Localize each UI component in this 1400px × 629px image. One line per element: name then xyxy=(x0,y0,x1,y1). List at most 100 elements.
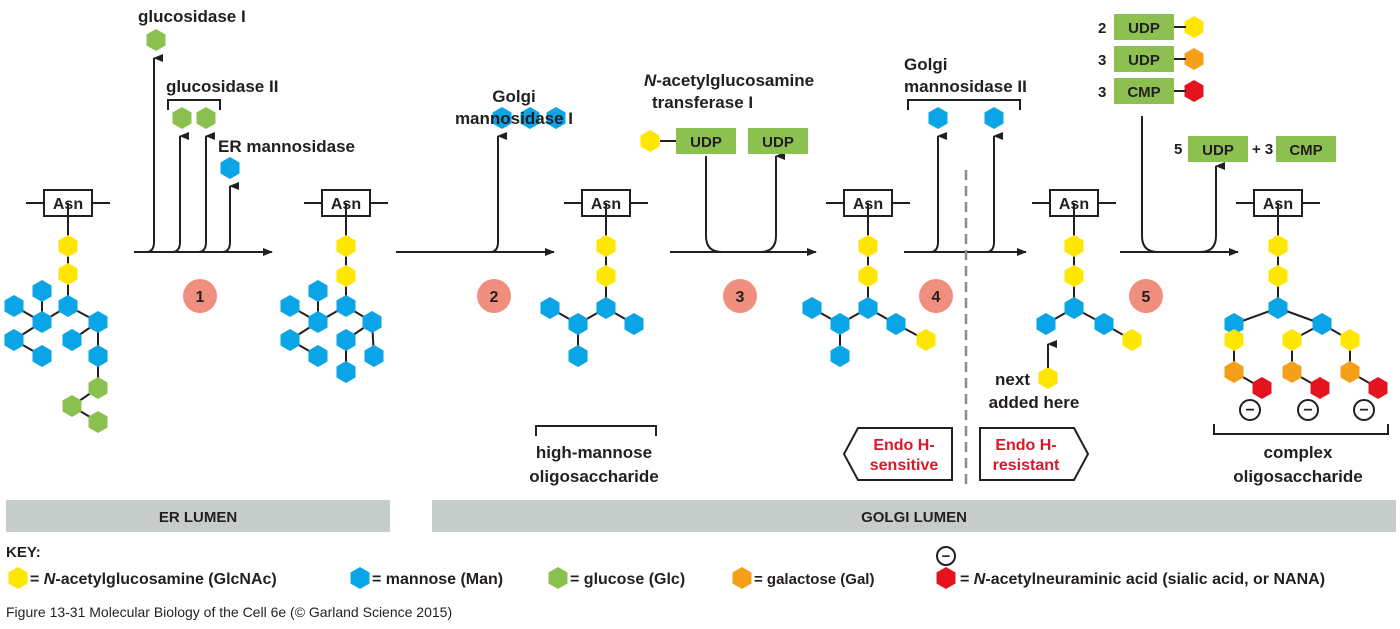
mannose-hex-icon xyxy=(830,345,850,367)
released-mannose-hex-icon xyxy=(984,107,1004,129)
step-3-circle: 3 xyxy=(723,279,757,313)
released-mannose-hex-icon xyxy=(520,107,540,129)
glucosidase-1-label: glucosidase I xyxy=(138,7,246,26)
mannose-hex-icon xyxy=(336,329,356,351)
negative-charge-icon: − xyxy=(1353,399,1375,421)
step2-arrows xyxy=(396,132,555,256)
svg-text:−: − xyxy=(1245,402,1254,419)
step3-arrows xyxy=(670,152,817,256)
step-4-circle: 4 xyxy=(919,279,953,313)
mannose-hex-icon xyxy=(32,311,52,333)
glcnac-hex-icon xyxy=(1064,265,1084,287)
mannose-hex-icon xyxy=(336,361,356,383)
glcnac-hex-icon xyxy=(1340,329,1360,351)
donor-glcnac-hex-icon xyxy=(1184,16,1204,38)
mannose-hex-icon xyxy=(1224,313,1244,335)
mannose-hex-icon xyxy=(1094,313,1114,335)
svg-text:3: 3 xyxy=(736,289,745,306)
svg-text:Endo H-: Endo H- xyxy=(873,437,934,454)
mannose-hex-icon xyxy=(568,313,588,335)
next-glcnac-hex-icon xyxy=(1038,367,1058,389)
key-mannose-hex-icon xyxy=(350,567,370,589)
svg-text:sensitive: sensitive xyxy=(870,457,939,474)
glucosidase-2-label: glucosidase II xyxy=(166,77,278,96)
released-mannose-hex-icon xyxy=(220,157,240,179)
high-mannose-line2: oligosaccharide xyxy=(529,467,658,486)
svg-text:1: 1 xyxy=(196,289,205,306)
complex-line2: oligosaccharide xyxy=(1233,467,1362,486)
glcnac-hex-icon xyxy=(596,235,616,257)
released-mannose-hex-icon xyxy=(546,107,566,129)
svg-text:−: − xyxy=(1303,402,1312,419)
udp-glcnac-donor: UDP xyxy=(660,128,736,154)
mannose-hex-icon xyxy=(886,313,906,335)
step-5-circle: 5 xyxy=(1129,279,1163,313)
svg-text:3: 3 xyxy=(1098,52,1106,69)
key-galactose-hex-icon xyxy=(732,567,752,589)
mannose-hex-icon xyxy=(88,311,108,333)
oligosaccharide-trees: −−− xyxy=(4,16,1388,433)
donor-galactose-hex-icon xyxy=(1184,48,1204,70)
glcnac-hex-icon xyxy=(1122,329,1142,351)
key-glcnac: = N-acetylglucosamine (GlcNAc) xyxy=(30,571,277,588)
donor-cmp-nana: 3 CMP xyxy=(1098,78,1186,104)
released-glucose-hex-icon xyxy=(172,107,192,129)
svg-text:UDP: UDP xyxy=(690,134,722,151)
key-glucose-hex-icon xyxy=(548,567,568,589)
mannose-hex-icon xyxy=(858,297,878,319)
golgi-mannosidase-2-line1: Golgi xyxy=(904,55,947,74)
glcnac-hex-icon xyxy=(916,329,936,351)
mannose-hex-icon xyxy=(1268,297,1288,319)
oligosaccharide-tree xyxy=(802,203,936,367)
udp-released-step3: UDP xyxy=(748,128,808,154)
oligosaccharide-tree xyxy=(4,203,108,433)
donor-sialic-acid-hex-icon xyxy=(1184,80,1204,102)
glcnac-hex-icon xyxy=(1064,235,1084,257)
sialic-acid-hex-icon xyxy=(1252,377,1272,399)
svg-text:resistant: resistant xyxy=(993,457,1060,474)
mannose-hex-icon xyxy=(32,280,52,302)
svg-text:+ 3: + 3 xyxy=(1252,141,1273,158)
donor-udp-glcnac: 2 UDP xyxy=(1098,14,1186,40)
svg-text:5: 5 xyxy=(1174,141,1182,158)
svg-text:5: 5 xyxy=(1142,289,1151,306)
key-glcnac-hex-icon xyxy=(8,567,28,589)
svg-text:CMP: CMP xyxy=(1289,142,1322,159)
golgi-mannosidase-1-line2: mannosidase I xyxy=(455,109,573,128)
complex-bracket xyxy=(1213,424,1389,435)
mannose-hex-icon xyxy=(1064,297,1084,319)
svg-text:UDP: UDP xyxy=(1202,142,1234,159)
svg-text:UDP: UDP xyxy=(1128,52,1160,69)
endo-h-sensitive-arrow: Endo H- sensitive xyxy=(842,427,953,481)
negative-charge-icon: − xyxy=(1297,399,1319,421)
key-sialic-acid-hex-icon xyxy=(936,567,956,589)
glucose-hex-icon xyxy=(88,377,108,399)
released-glucose-hex-icon xyxy=(146,29,166,51)
golgi-lumen-bar: GOLGI LUMEN xyxy=(432,500,1396,532)
released-nucleotides-step5: 5 UDP + 3 CMP xyxy=(1174,136,1336,162)
glcnac-hex-icon xyxy=(1282,329,1302,351)
high-mannose-line1: high-mannose xyxy=(536,443,652,462)
svg-text:CMP: CMP xyxy=(1127,84,1160,101)
glcnac-hex-icon xyxy=(1268,265,1288,287)
sialic-acid-hex-icon xyxy=(1310,377,1330,399)
glcnac-hex-icon xyxy=(596,265,616,287)
golgi-mannosidase-1-line1: Golgi xyxy=(492,87,535,106)
svg-text:Endo H-: Endo H- xyxy=(995,437,1056,454)
key-mannose: = mannose (Man) xyxy=(372,571,503,588)
donor-udp-gal: 3 UDP xyxy=(1098,46,1186,72)
glcnac-hex-icon xyxy=(858,235,878,257)
mannose-hex-icon xyxy=(830,313,850,335)
key-title: KEY: xyxy=(6,544,41,561)
glcnac-hex-icon xyxy=(1224,329,1244,351)
mannose-hex-icon xyxy=(32,345,52,367)
mannose-hex-icon xyxy=(308,345,328,367)
added-here-label: added here xyxy=(989,393,1080,412)
er-mannosidase-label: ER mannosidase xyxy=(218,137,355,156)
high-mannose-bracket xyxy=(535,425,657,436)
galactose-hex-icon xyxy=(1282,361,1302,383)
mannose-hex-icon xyxy=(308,311,328,333)
donor-glcnac-hex-icon xyxy=(640,130,660,152)
released-mannose-hex-icon xyxy=(928,107,948,129)
